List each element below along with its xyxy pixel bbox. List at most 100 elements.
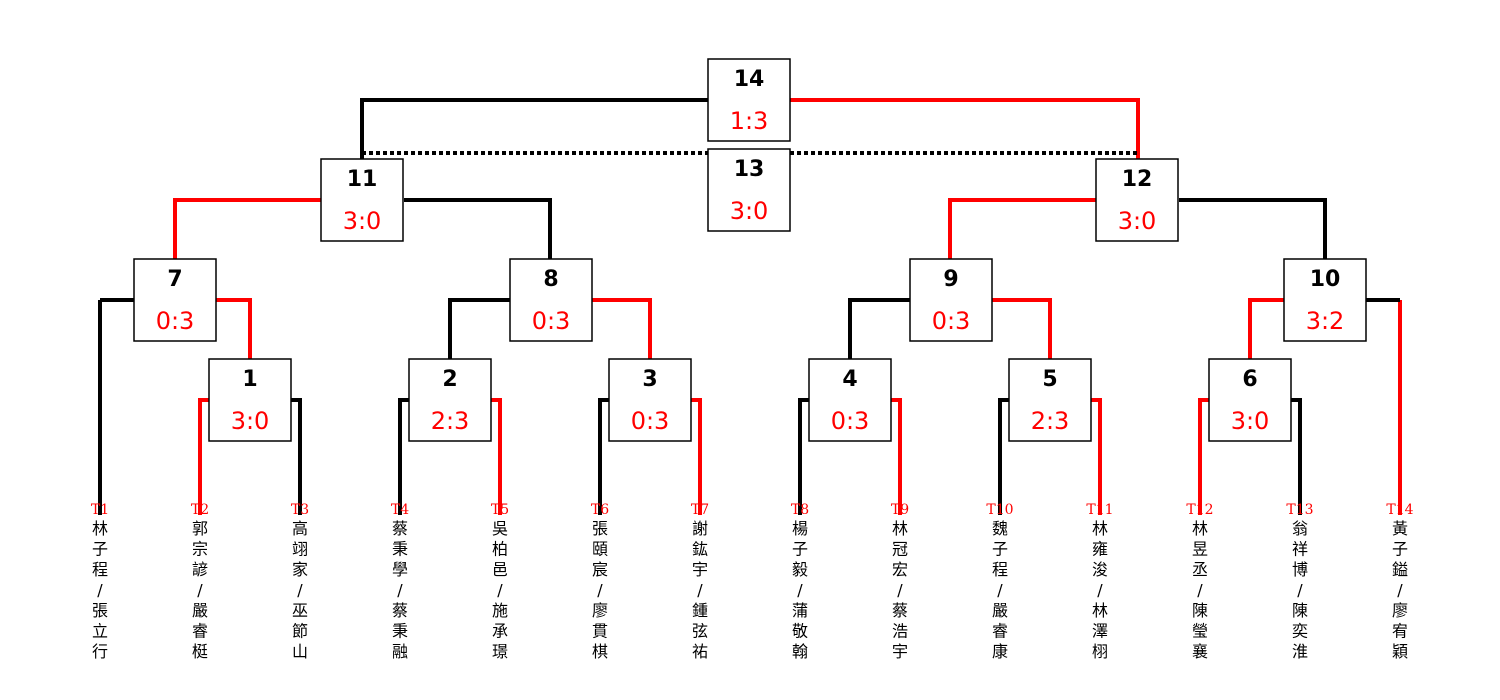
match-score: 0:3 [631, 407, 670, 435]
match-number: 1 [242, 367, 257, 392]
match-box-6: 63:0 [1208, 358, 1292, 442]
team-name-char: 陳 [1292, 601, 1308, 620]
match-score: 2:3 [431, 407, 470, 435]
team-name-char: 鈜 [692, 540, 708, 559]
team-name-char: 頤 [592, 540, 608, 559]
team-name-char: 翰 [792, 642, 808, 661]
team-name-char: 楊 [792, 519, 808, 538]
match-score: 0:3 [932, 307, 971, 335]
match-number: 10 [1310, 267, 1341, 292]
team-name-char: / [397, 581, 403, 600]
t11-leg [1090, 398, 1102, 515]
team-id: T3 [291, 502, 309, 518]
match-number: 13 [734, 157, 765, 182]
team-name-char: 家 [292, 560, 308, 579]
team-id: T12 [1186, 502, 1213, 518]
team-name-char: / [597, 581, 603, 600]
team-name-char: 璟 [492, 642, 508, 661]
team-name-char: 祥 [1292, 540, 1308, 559]
match-box-frame [133, 258, 217, 342]
team-name-char: / [497, 581, 503, 600]
t10-leg [998, 398, 1010, 515]
team-name-char: / [697, 581, 703, 600]
team-name-char: 宥 [1392, 622, 1408, 641]
team-name-char: 高 [292, 519, 308, 538]
m8-right-arm [592, 298, 652, 359]
team-name-char: 張 [92, 601, 108, 620]
team-name-char: 宗 [192, 540, 208, 559]
team-name-char: 子 [792, 540, 808, 559]
match-score: 3:0 [231, 407, 270, 435]
m12-right-arm [1179, 198, 1327, 259]
team-name-char: 柏 [492, 540, 508, 559]
team-name-char: 雍 [1092, 540, 1108, 559]
team-name-char: 嚴 [192, 601, 208, 620]
team-name-char: 浚 [1092, 560, 1108, 579]
team-name-char: 林 [1192, 519, 1208, 538]
match-number: 3 [642, 367, 657, 392]
match-number: 7 [167, 267, 182, 292]
team-name-char: 融 [392, 642, 408, 661]
team-name-char: / [97, 581, 103, 600]
bracket-lines [98, 98, 1402, 515]
m12-left-arm [948, 198, 1097, 259]
team-name-char: 栩 [1092, 642, 1108, 661]
match-box-frame [608, 358, 692, 442]
m11-right-arm [404, 198, 552, 259]
team-name-char: 睿 [192, 622, 208, 641]
team-name-char: 宇 [892, 642, 908, 661]
match-box-14: 141:3 [707, 58, 791, 142]
team-name-char: 梃 [192, 642, 208, 661]
match-box-frame [1008, 358, 1092, 442]
team-name-char: / [1197, 581, 1203, 600]
match-score: 3:0 [343, 207, 382, 235]
team-name-char: 瑩 [1192, 622, 1208, 641]
t4-leg [398, 398, 410, 515]
team-name-char: 黃 [1392, 519, 1408, 538]
team-id: T9 [891, 502, 909, 518]
match-score: 0:3 [532, 307, 571, 335]
match-score: 1:3 [730, 107, 769, 135]
team-name-char: / [1097, 581, 1103, 600]
match-number: 8 [543, 267, 558, 292]
team-id: T7 [691, 502, 709, 518]
match-box-8: 8 0:3 [509, 258, 593, 342]
match-score: 3:0 [1118, 207, 1157, 235]
team-name-char: 謝 [692, 519, 708, 538]
team-name-char: 翊 [292, 540, 308, 559]
team-name-char: 襄 [1192, 642, 1208, 661]
m7-right-arm [216, 298, 252, 359]
team-id: T11 [1086, 502, 1113, 518]
team-name-char: 秉 [392, 540, 408, 559]
match-box-9: 90:3 [909, 258, 993, 342]
team-name-char: 節 [292, 622, 308, 641]
t6-leg [598, 398, 610, 515]
team-name-char: 弦 [692, 622, 708, 641]
t13-leg [1290, 398, 1302, 515]
team-id: T13 [1286, 502, 1313, 518]
team-name-char: 鎰 [1392, 560, 1408, 579]
team-name-char: 巫 [292, 601, 308, 620]
team-name-char: / [797, 581, 803, 600]
team-name-char: 秉 [392, 622, 408, 641]
team-name-char: 蔡 [392, 601, 408, 620]
team-name-char: 山 [292, 642, 308, 661]
team-name-char: 蔡 [892, 601, 908, 620]
match-box-frame [707, 148, 791, 232]
m10-left-arm [1248, 298, 1284, 359]
t5-leg [490, 398, 502, 515]
match-score: 3:0 [730, 197, 769, 225]
match-box-11: 113:0 [320, 158, 404, 242]
match-box-frame [320, 158, 404, 242]
match-score: 0:3 [831, 407, 870, 435]
team-name-char: / [197, 581, 203, 600]
m9-right-arm [992, 298, 1052, 359]
team-name-char: 毅 [792, 560, 808, 579]
match-box-frame [707, 58, 791, 142]
